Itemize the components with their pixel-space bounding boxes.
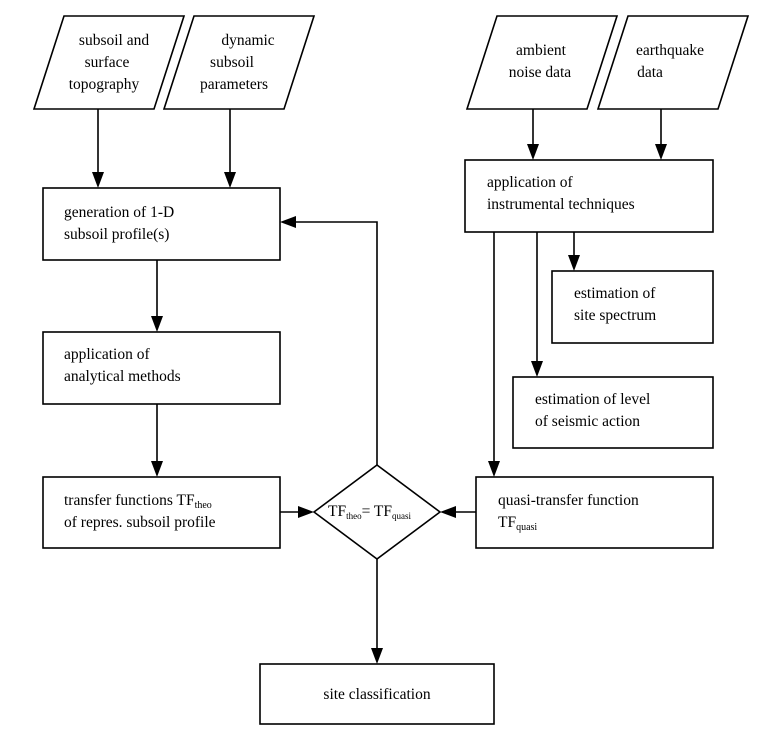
input-subsoil-topography-line-1: subsoil and <box>79 32 149 49</box>
input-dynamic-parameters-shape <box>162 15 316 110</box>
box-seismic-action-shape <box>512 376 714 449</box>
arrowhead-generation-to-analytical <box>151 316 163 332</box>
box-transfer-functions-theo: transfer functions TFtheo of repres. sub… <box>42 476 281 549</box>
input-earthquake-data-line-1: earthquake <box>636 42 704 59</box>
box-seismic-action-line-2: of seismic action <box>535 413 640 430</box>
arrowhead-transfer-to-decision <box>298 506 314 518</box>
box-site-spectrum-shape <box>551 270 714 344</box>
box-transfer-functions-theo-line-2: of repres. subsoil profile <box>64 514 216 531</box>
box-analytical-methods-line-2: analytical methods <box>64 368 181 385</box>
box-instrumental-techniques-line-1: application of <box>487 174 573 191</box>
arrowhead-dynamic-to-generation <box>224 172 236 188</box>
box-seismic-action-line-1: estimation of level <box>535 391 650 408</box>
arrowhead-subsoil-to-generation <box>92 172 104 188</box>
input-ambient-noise: ambient noise data <box>465 15 619 110</box>
input-subsoil-topography-shape <box>32 15 186 110</box>
box-site-spectrum: estimation of site spectrum <box>551 270 714 344</box>
box-generation-profile-line-1: generation of 1-D <box>64 204 174 221</box>
arrowhead-decision-to-classification <box>371 648 383 664</box>
box-seismic-action: estimation of level of seismic action <box>512 376 714 449</box>
input-earthquake-data-line-2: data <box>637 64 663 81</box>
connectors <box>92 109 667 664</box>
box-instrumental-techniques: application of instrumental techniques <box>464 159 714 233</box>
input-earthquake-data: earthquake data <box>596 15 750 110</box>
arrowhead-analytical-to-transfer <box>151 461 163 477</box>
box-transfer-functions-theo-line-1: transfer functions TFtheo <box>64 492 212 511</box>
box-transfer-functions-theo-shape <box>42 476 281 549</box>
box-site-classification-line-1: site classification <box>323 686 430 703</box>
box-site-classification-shape <box>259 663 495 725</box>
decision-label: TFtheo= TFquasi <box>328 503 412 521</box>
input-dynamic-parameters-line-2: subsoil <box>210 54 254 71</box>
arrowhead-quasi-to-decision <box>440 506 456 518</box>
arrowhead-instrumental-to-seismic <box>531 361 543 377</box>
tf-theo-subscript: theo <box>195 500 212 511</box>
arrowhead-decision-feedback <box>280 216 296 228</box>
decision-quasi-subscript: quasi <box>392 511 411 521</box>
arrowhead-ambient-to-instrumental <box>527 144 539 160</box>
box-generation-profile-shape <box>42 187 281 261</box>
box-site-classification: site classification <box>259 663 495 725</box>
input-ambient-noise-shape <box>465 15 619 110</box>
box-generation-profile: generation of 1-D subsoil profile(s) <box>42 187 281 261</box>
box-analytical-methods: application of analytical methods <box>42 331 281 405</box>
box-quasi-transfer-shape <box>475 476 714 549</box>
input-subsoil-topography-line-3: topography <box>69 76 140 93</box>
box-instrumental-techniques-line-2: instrumental techniques <box>487 196 635 213</box>
tf-quasi-label: TF <box>498 514 516 531</box>
box-site-spectrum-line-1: estimation of <box>574 285 656 302</box>
input-subsoil-topography: subsoil and surface topography <box>32 15 186 110</box>
decision-theo-subscript: theo <box>346 511 362 521</box>
decision-tf-left: TF <box>328 503 346 520</box>
input-dynamic-parameters: dynamic subsoil parameters <box>162 15 316 110</box>
box-generation-profile-line-2: subsoil profile(s) <box>64 226 169 243</box>
input-dynamic-parameters-line-3: parameters <box>200 76 268 93</box>
arrowhead-instrumental-to-quasi <box>488 461 500 477</box>
input-dynamic-parameters-line-1: dynamic <box>221 32 274 49</box>
arrowhead-instrumental-to-spectrum <box>568 255 580 271</box>
tf-quasi-subscript: quasi <box>516 522 537 533</box>
tf-theo-label: transfer functions TF <box>64 492 195 509</box>
decision-equals-tf: = TF <box>362 503 393 520</box>
box-analytical-methods-line-1: application of <box>64 346 150 363</box>
input-earthquake-data-shape <box>596 15 750 110</box>
input-ambient-noise-line-2: noise data <box>509 64 572 81</box>
arrowhead-earthquake-to-instrumental <box>655 144 667 160</box>
input-subsoil-topography-line-2: surface <box>85 54 130 71</box>
box-instrumental-techniques-shape <box>464 159 714 233</box>
box-quasi-transfer-line-1: quasi-transfer function <box>498 492 639 509</box>
box-site-spectrum-line-2: site spectrum <box>574 307 656 324</box>
decision-tf-comparison: TFtheo= TFquasi <box>312 464 442 560</box>
edge-decision-feedback-to-generation <box>294 221 378 465</box>
box-quasi-transfer: quasi-transfer function TFquasi <box>475 476 714 549</box>
input-ambient-noise-line-1: ambient <box>516 42 567 59</box>
box-analytical-methods-shape <box>42 331 281 405</box>
box-quasi-transfer-line-2: TFquasi <box>498 514 537 533</box>
